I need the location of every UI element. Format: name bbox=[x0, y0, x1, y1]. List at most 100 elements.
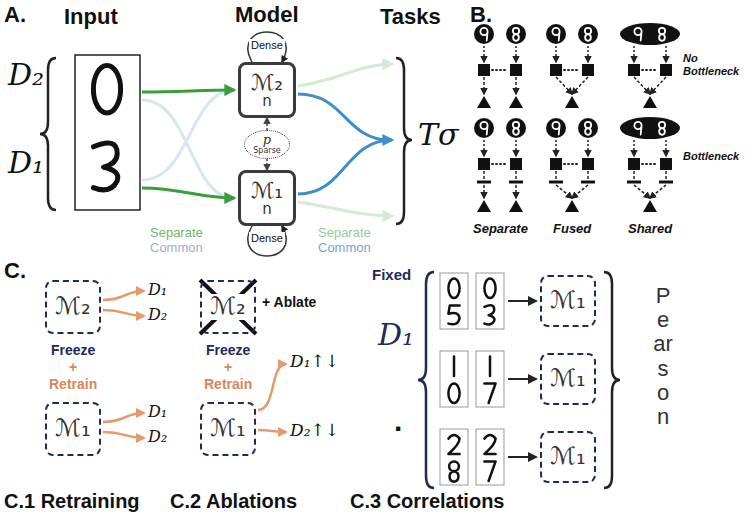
digit-glyph bbox=[484, 383, 495, 403]
digit-glyph bbox=[448, 435, 459, 454]
digit-glyph bbox=[480, 28, 487, 41]
bottleneck-bar bbox=[581, 181, 595, 184]
stroke bbox=[492, 163, 508, 165]
node-title: ℳ₂ bbox=[55, 294, 90, 319]
model-box: ℳ₁n bbox=[238, 170, 296, 226]
input-blob bbox=[546, 118, 566, 138]
node-title: p bbox=[263, 133, 271, 147]
module-square bbox=[660, 64, 672, 76]
dataset-label: D₁ bbox=[148, 403, 167, 421]
module-square bbox=[628, 64, 640, 76]
stroke bbox=[483, 77, 485, 94]
model-box: ℳ₁ bbox=[200, 402, 256, 456]
input-blob bbox=[506, 118, 526, 138]
stroke bbox=[555, 140, 557, 156]
stroke bbox=[483, 171, 485, 180]
retrain-label: Retrain bbox=[204, 376, 252, 392]
dataset-label: D₂↑↓ bbox=[290, 421, 339, 441]
node-subtext: n bbox=[262, 202, 272, 218]
task-triangle bbox=[477, 200, 491, 212]
task-triangle bbox=[509, 96, 523, 108]
column-title: Model bbox=[235, 2, 299, 27]
row-label: No Bottleneck bbox=[683, 52, 745, 77]
stroke bbox=[515, 185, 517, 198]
stroke bbox=[564, 69, 580, 71]
node-title: ℳ₁ bbox=[55, 416, 90, 441]
pearson-label: Pearson bbox=[652, 284, 674, 429]
bottleneck-bar bbox=[627, 181, 641, 184]
digit-glyph bbox=[634, 28, 641, 41]
model-box: ℳ₁ bbox=[540, 353, 596, 405]
input-blob bbox=[578, 24, 598, 44]
dataset-label: D₂ bbox=[148, 428, 167, 446]
task-triangle bbox=[565, 96, 579, 108]
digit-glyph bbox=[659, 28, 665, 41]
dataset-label: D₁↑↓ bbox=[290, 352, 339, 372]
stroke bbox=[515, 140, 517, 156]
input-blob bbox=[620, 117, 680, 139]
column-title: Tasks bbox=[380, 4, 441, 29]
loop-label: Dense bbox=[249, 39, 285, 52]
stroke bbox=[515, 77, 517, 94]
freeze-label: Freeze bbox=[206, 342, 250, 358]
stroke bbox=[556, 185, 572, 198]
node-title: ℳ₁ bbox=[550, 444, 585, 469]
stroke bbox=[650, 77, 666, 94]
panel-letter: B. bbox=[470, 2, 492, 27]
stroke bbox=[633, 46, 635, 62]
dataset-label: D₁ bbox=[8, 146, 44, 181]
digit-glyph bbox=[448, 278, 459, 298]
module-square bbox=[582, 64, 594, 76]
stroke bbox=[483, 46, 485, 62]
panel-a-drawing bbox=[40, 32, 412, 256]
digit-glyph bbox=[513, 28, 519, 41]
path-label: Separate bbox=[150, 226, 203, 241]
digit-glyph bbox=[484, 278, 495, 298]
ablate-label: + Ablate bbox=[262, 294, 316, 310]
ellipsis-dot: . bbox=[394, 404, 402, 439]
model-box: ℳ₂ bbox=[200, 280, 256, 334]
stroke bbox=[483, 140, 485, 156]
path-label: Common bbox=[318, 241, 371, 256]
digit-glyph bbox=[448, 305, 459, 324]
node-subtext: Sparse bbox=[253, 147, 280, 155]
model-box: ℳ₁ bbox=[540, 275, 596, 327]
fixed-label: Fixed bbox=[372, 266, 411, 283]
node-title: ℳ₁ bbox=[550, 366, 585, 391]
stroke bbox=[634, 77, 650, 94]
input-blob bbox=[506, 24, 526, 44]
stroke bbox=[587, 46, 589, 62]
column-label: Separate bbox=[473, 222, 528, 237]
dataset-label: D₁ bbox=[378, 318, 414, 353]
freeze-label: Freeze bbox=[51, 342, 95, 358]
stroke bbox=[483, 185, 485, 198]
digit-glyph bbox=[489, 356, 492, 376]
node-title: ℳ₁ bbox=[550, 288, 585, 313]
model-box: ℳ₂n bbox=[238, 62, 296, 118]
digit-glyph bbox=[484, 305, 494, 324]
subpanel-title: C.1 Retraining bbox=[4, 490, 140, 513]
stroke bbox=[555, 171, 557, 180]
sparse-connector bbox=[266, 159, 268, 170]
stroke bbox=[556, 77, 572, 94]
digit-glyph bbox=[484, 435, 495, 454]
module-square bbox=[628, 158, 640, 170]
plus-sign: + bbox=[224, 359, 232, 375]
stroke bbox=[587, 140, 589, 156]
bottleneck-bar bbox=[477, 181, 491, 184]
stroke bbox=[642, 69, 658, 71]
module-square bbox=[660, 158, 672, 170]
input-blob bbox=[620, 23, 680, 45]
node-subtext: n bbox=[262, 94, 272, 110]
stroke bbox=[633, 171, 635, 180]
stroke bbox=[555, 46, 557, 62]
module-square bbox=[478, 64, 490, 76]
digit-glyph bbox=[552, 28, 559, 41]
stroke bbox=[633, 140, 635, 156]
stroke bbox=[515, 171, 517, 180]
column-title: Input bbox=[64, 4, 118, 29]
input-blob bbox=[546, 24, 566, 44]
dataset-label: D₁ bbox=[148, 281, 167, 299]
digit-glyph bbox=[480, 122, 487, 135]
digit-glyph bbox=[585, 28, 591, 41]
